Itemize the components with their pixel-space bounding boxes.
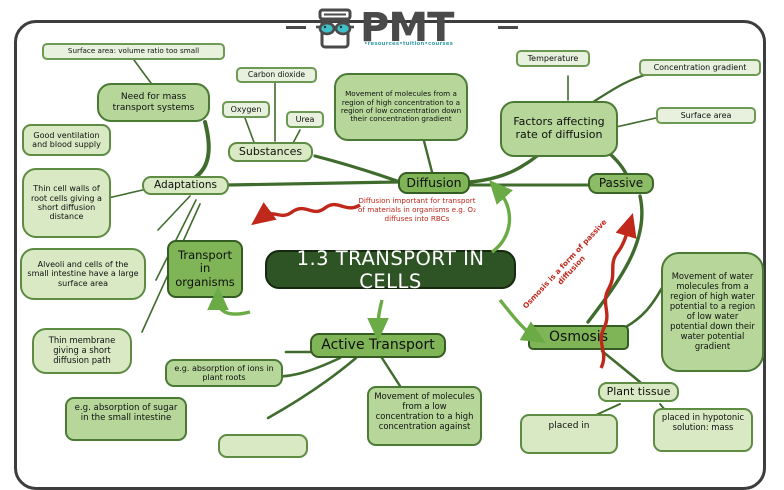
node-absorption-sugar-small-intestine[interactable]: e.g. absorption of sugar in the small in… [65, 397, 187, 441]
logo-dash-left [286, 26, 306, 29]
node-diffusion-definition[interactable]: Movement of molecules from a region of h… [334, 73, 468, 141]
node-transport-in-organisms[interactable]: Transport in organisms [167, 240, 243, 298]
node-temperature[interactable]: Temperature [516, 50, 590, 67]
node-bottom-partial[interactable] [218, 434, 308, 458]
node-thin-cell-walls-root[interactable]: Thin cell walls of root cells giving a s… [22, 168, 111, 238]
pmt-jar-glasses-icon [312, 5, 358, 51]
node-carbon-dioxide[interactable]: Carbon dioxide [236, 67, 317, 83]
page-title[interactable]: 1.3 TRANSPORT IN CELLS [265, 247, 516, 293]
pmt-subtitle: •resources•tuition•courses [364, 41, 454, 47]
node-adaptations[interactable]: Adaptations [142, 176, 229, 195]
node-placed-in[interactable]: placed in [520, 414, 618, 454]
node-placed-in-hypotonic[interactable]: placed in hypotonic solution: mass [653, 408, 753, 452]
node-osmosis[interactable]: Osmosis [528, 325, 629, 350]
node-concentration-gradient[interactable]: Concentration gradient [639, 59, 761, 76]
node-good-ventilation[interactable]: Good ventilation and blood supply [22, 124, 111, 156]
node-passive[interactable]: Passive [588, 173, 654, 194]
node-active-transport[interactable]: Active Transport [310, 333, 446, 358]
node-active-transport-definition[interactable]: Movement of molecules from a low concent… [367, 386, 482, 446]
mindmap-canvas: PMT •resources•tuition•courses Surface a… [14, 2, 766, 490]
pmt-logo: PMT •resources•tuition•courses [286, 2, 518, 54]
annotation-diffusion-importance: Diffusion important for transport of mat… [358, 196, 476, 223]
node-surface-area[interactable]: Surface area [656, 107, 756, 124]
node-diffusion[interactable]: Diffusion [398, 172, 470, 194]
node-alveoli-small-intestine[interactable]: Alveoli and cells of the small intestine… [20, 248, 146, 300]
node-substances[interactable]: Substances [228, 142, 313, 162]
node-plant-tissue[interactable]: Plant tissue [598, 382, 679, 402]
node-urea[interactable]: Urea [286, 111, 324, 128]
logo-dash-right [498, 26, 518, 29]
pmt-wordmark: PMT [360, 5, 454, 51]
node-absorption-ions-plant-roots[interactable]: e.g. absorption of ions in plant roots [165, 359, 283, 387]
node-surface-area-volume-ratio[interactable]: Surface area: volume ratio too small [42, 43, 225, 60]
node-oxygen[interactable]: Oxygen [222, 101, 270, 118]
node-thin-membrane[interactable]: Thin membrane giving a short diffusion p… [32, 328, 132, 374]
node-osmosis-definition[interactable]: Movement of water molecules from a regio… [661, 252, 764, 372]
node-need-for-mass-transport[interactable]: Need for mass transport systems [97, 83, 210, 122]
node-factors-affecting-rate[interactable]: Factors affecting rate of diffusion [500, 101, 618, 157]
